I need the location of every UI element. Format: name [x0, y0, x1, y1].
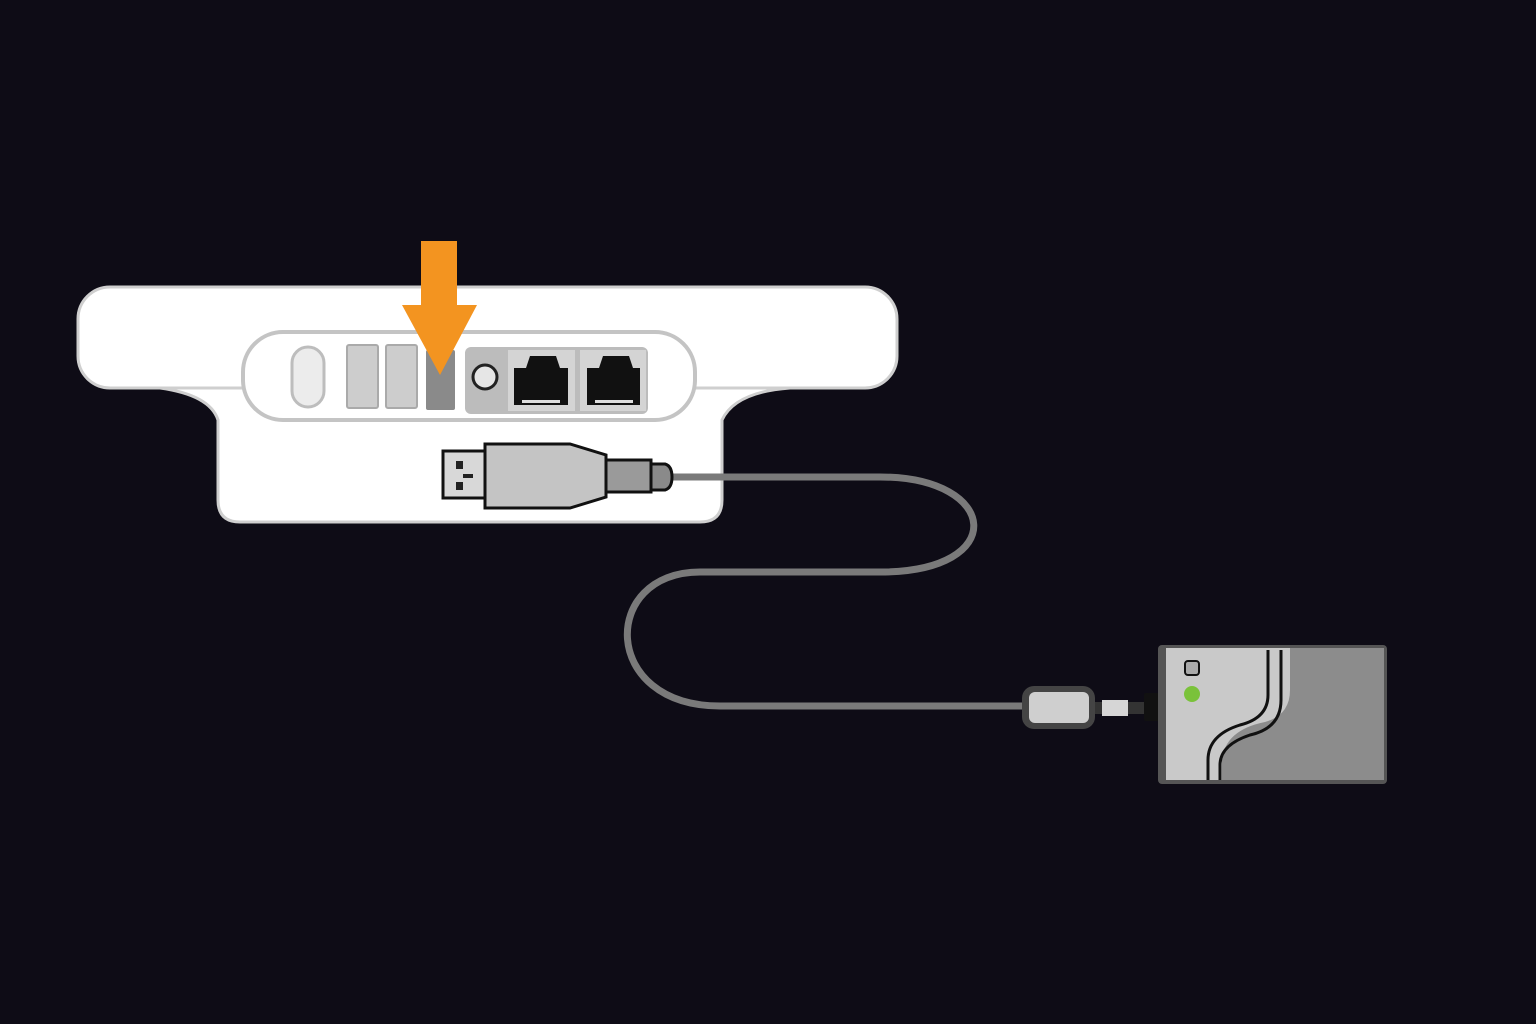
cable	[623, 473, 1025, 710]
reset-button[interactable]	[471, 363, 499, 391]
power-button[interactable]	[290, 345, 326, 409]
drive-connector	[1022, 686, 1162, 729]
drive-button[interactable]	[1184, 660, 1200, 676]
arrow-down-icon	[402, 241, 477, 375]
slot-1	[346, 344, 379, 409]
status-led	[1184, 686, 1200, 702]
usb-port[interactable]	[426, 350, 455, 410]
external-drive	[1158, 645, 1387, 784]
slot-2	[385, 344, 418, 409]
usb-plug[interactable]	[441, 442, 674, 510]
ethernet-port-1[interactable]	[514, 356, 568, 405]
ethernet-port-2[interactable]	[587, 356, 640, 405]
